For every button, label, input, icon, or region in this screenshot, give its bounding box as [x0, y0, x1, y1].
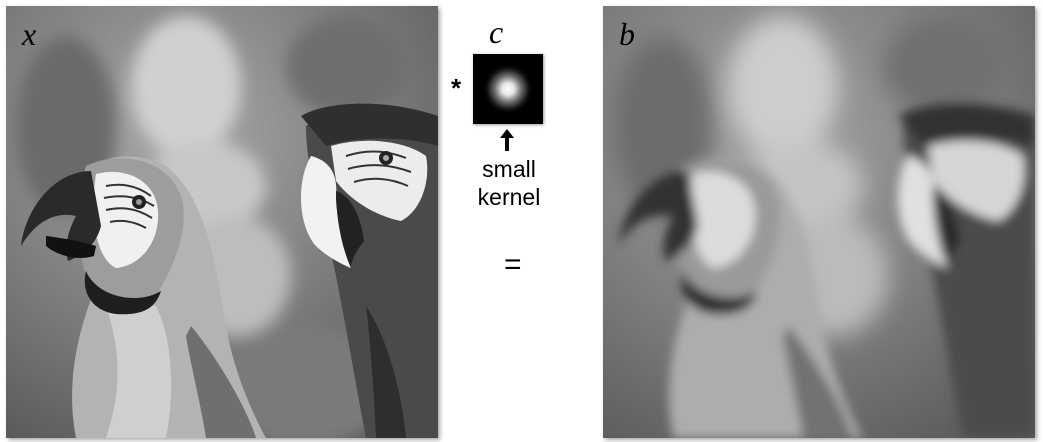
gaussian-blob [473, 54, 543, 124]
equals-operator: = [504, 248, 522, 281]
input-image-x: x [6, 6, 438, 438]
kernel-caption-line1: small [482, 156, 536, 182]
kernel-label-c: c [489, 14, 504, 50]
kernel-caption: small kernel [461, 155, 557, 211]
convolution-operator: * [451, 73, 462, 103]
parrots-sharp-image [6, 6, 438, 438]
gaussian-kernel-image [473, 54, 543, 124]
up-arrow-icon [497, 127, 517, 153]
output-label-b: b [619, 16, 635, 52]
output-image-b: b [603, 6, 1035, 438]
kernel-caption-line2: kernel [477, 184, 541, 210]
parrots-blurred-image [603, 6, 1035, 438]
input-label-x: x [22, 16, 37, 52]
